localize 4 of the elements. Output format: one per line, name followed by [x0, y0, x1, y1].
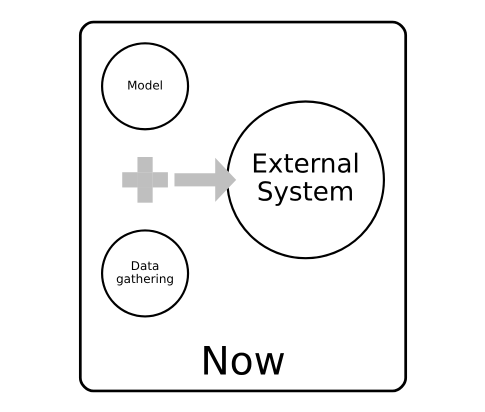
- node-circle: External System: [226, 100, 384, 259]
- arrow: [174, 157, 236, 202]
- node-circle: Data gathering: [100, 228, 189, 317]
- node-circle: Model: [100, 42, 189, 130]
